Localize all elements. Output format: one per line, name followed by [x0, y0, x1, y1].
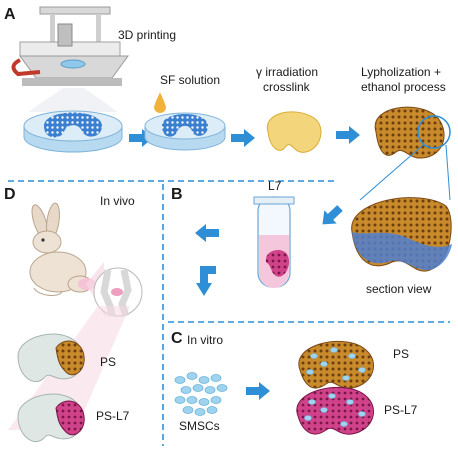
smscs-cells	[174, 372, 228, 416]
sf-dish	[144, 92, 226, 151]
label-gamma-2: crosslink	[263, 80, 310, 94]
section-view-illustration	[351, 197, 452, 272]
panel-label-c: C	[171, 330, 183, 347]
label-in-vivo: In vivo	[100, 194, 135, 208]
ps-seeded-scaffold	[298, 340, 375, 389]
ps-l7-implant	[17, 393, 85, 443]
l7-tube	[253, 196, 295, 288]
printed-dish	[23, 110, 123, 153]
panel-label-d: D	[4, 186, 16, 203]
printer-illustration	[11, 6, 129, 86]
arrow-c	[246, 382, 270, 400]
label-lyo-2: ethanol process	[361, 80, 446, 94]
label-lyo-1: Lypholization +	[361, 65, 441, 79]
panel-label-b: B	[171, 186, 183, 203]
rabbit-illustration	[29, 202, 96, 296]
label-c-ps: PS	[393, 347, 410, 361]
label-section-view: section view	[366, 282, 432, 296]
label-3d-printing: 3D printing	[118, 28, 177, 42]
label-d-ps-l7: PS-L7	[96, 409, 130, 423]
label-smscs: SMSCs	[179, 419, 220, 433]
arrow-2	[231, 129, 255, 147]
label-gamma-1: γ irradiation	[256, 65, 319, 79]
ps-l7-seeded-scaffold	[296, 386, 375, 435]
label-in-vitro: In vitro	[187, 333, 224, 347]
arrow-b-left	[195, 224, 219, 242]
label-c-ps-l7: PS-L7	[384, 403, 418, 417]
label-d-ps: PS	[100, 355, 117, 369]
ps-implant	[17, 333, 85, 383]
arrow-b-turn	[196, 266, 216, 296]
crosslinked-scaffold	[266, 111, 322, 153]
label-l7: L7	[268, 179, 282, 193]
lyophilized-scaffold	[359, 106, 451, 201]
arrow-to-l7	[316, 201, 347, 231]
panel-label-a: A	[4, 6, 16, 23]
label-sf-solution: SF solution	[160, 73, 221, 87]
arrow-3	[336, 126, 360, 144]
light-cone	[28, 88, 118, 112]
dashed-separators	[8, 180, 450, 446]
